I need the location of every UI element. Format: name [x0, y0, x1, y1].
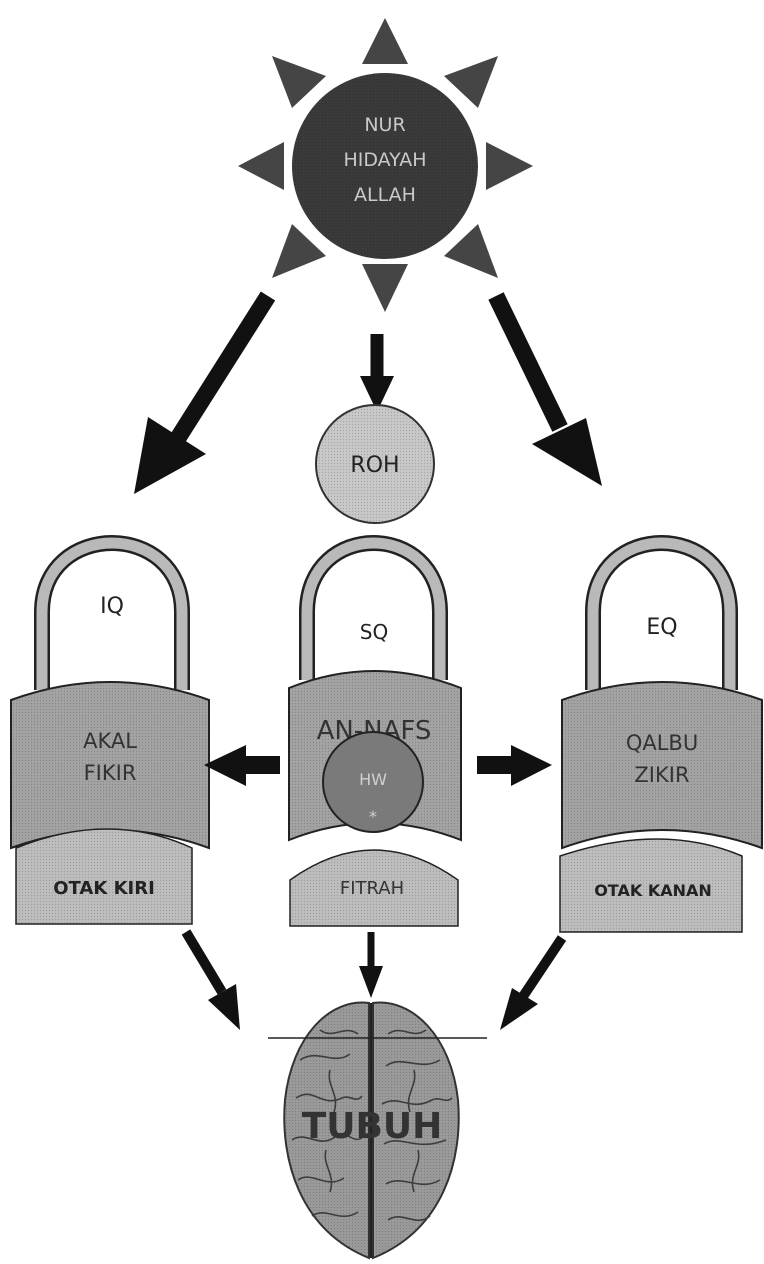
sun-ray-left	[238, 142, 284, 190]
arrow-sun-to-right	[488, 292, 568, 432]
arrow-left-to-brain	[181, 929, 227, 995]
side-arrows	[204, 745, 552, 786]
sun-ray-top	[362, 18, 408, 64]
lock-center-handle-label: SQ	[360, 620, 388, 644]
sun-ray-bottom-left	[272, 224, 326, 278]
sun: NUR HIDAYAH ALLAH	[238, 18, 533, 312]
lock-center-inner-mark: *	[369, 807, 377, 826]
arrow-right-to-brain-head	[500, 988, 538, 1030]
brain-label: TUBUH	[302, 1106, 443, 1147]
arrow-left-to-brain-head	[208, 984, 240, 1030]
lock-left-body-line-2: FIKIR	[84, 761, 137, 785]
lock-right-handle-label: EQ	[646, 615, 677, 640]
sun-ray-bottom	[362, 264, 408, 312]
lock-left-body-line-1: AKAL	[83, 729, 137, 753]
sun-ray-right	[486, 142, 533, 190]
arrow-center-to-brain-head	[359, 966, 383, 998]
arrow-right-to-brain	[517, 935, 567, 1001]
lock-left: IQ AKAL FIKIR OTAK KIRI	[10, 535, 210, 925]
arrow-to-left-lock-shaft	[242, 756, 280, 774]
arrow-sun-to-left-head	[134, 417, 206, 494]
lock-center-inner-label: HW	[359, 770, 387, 789]
lock-center: SQ AN-NAFS HW * FITRAH	[288, 535, 462, 927]
lock-right: EQ QALBU ZIKIR OTAK KANAN	[559, 535, 763, 933]
roh-label: ROH	[350, 453, 399, 478]
brain-folds	[291, 1029, 453, 1222]
lock-center-base-label: FITRAH	[340, 878, 404, 899]
lock-right-base-label: OTAK KANAN	[594, 881, 712, 900]
arrow-to-right-lock-shaft	[477, 756, 515, 774]
lock-center-inner-circle	[322, 731, 424, 833]
lock-right-body-line-2: ZIKIR	[634, 763, 689, 787]
sun-ray-top-left	[272, 56, 326, 108]
arrow-sun-to-right-head	[532, 418, 602, 486]
arrow-sun-to-left	[170, 291, 276, 443]
lock-right-body-line-1: QALBU	[626, 731, 698, 755]
roh-circle: ROH	[315, 404, 435, 524]
lock-left-handle-label: IQ	[100, 594, 124, 619]
brain-arrows	[181, 929, 567, 1030]
sun-ray-top-right	[444, 56, 498, 108]
arrow-to-left-lock-head	[204, 745, 246, 786]
lock-left-base-label: OTAK KIRI	[53, 878, 155, 899]
brain: TUBUH	[268, 1001, 487, 1260]
arrow-to-right-lock-head	[511, 745, 552, 786]
sun-arrows	[134, 291, 602, 494]
sun-ray-bottom-right	[444, 224, 498, 278]
sun-label-line-2: HIDAYAH	[343, 149, 426, 171]
arrow-sun-to-roh-head	[360, 376, 394, 412]
sun-label-line-3: ALLAH	[354, 184, 416, 206]
sun-label-line-1: NUR	[364, 114, 405, 136]
